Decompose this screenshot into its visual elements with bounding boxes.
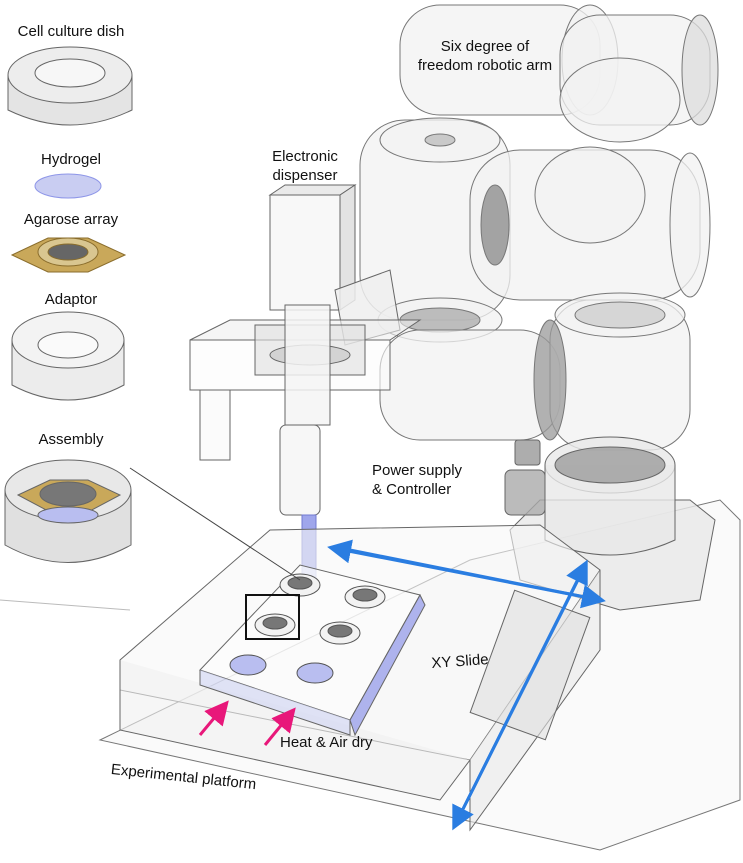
slide-well: [319, 621, 361, 645]
label-heat-air-dry: Heat & Air dry: [280, 734, 373, 751]
slide-wells: [229, 573, 386, 684]
label-cell-culture-dish: Cell culture dish: [17, 23, 125, 40]
heat-arrow: [198, 700, 229, 736]
label-robotic-arm: Six degree of freedom robotic arm: [417, 38, 553, 74]
hydrogel-disc: [34, 173, 102, 199]
robotic-arm: [359, 4, 719, 451]
heat-arrows: [198, 700, 296, 746]
label-hydrogel: Hydrogel: [40, 151, 102, 168]
label-electronic-dispenser: Electronic dispenser: [272, 148, 338, 184]
label-assembly: Assembly: [38, 431, 104, 448]
heat-arrow: [263, 707, 296, 746]
agarose-array: [10, 237, 127, 273]
slide-well: [229, 654, 267, 676]
electronic-dispenser: [189, 184, 422, 581]
cell-culture-dish: [7, 46, 133, 126]
power-supply-controller: [504, 436, 716, 611]
label-power-supply: Power supply & Controller: [372, 462, 463, 498]
callout-line: [129, 467, 301, 581]
highlight-box: [245, 594, 300, 640]
x-axis-arrow-back: [327, 539, 601, 602]
slide-well: [254, 613, 296, 637]
slide-well: [279, 573, 321, 597]
label-agarose-array: Agarose array: [23, 211, 119, 228]
slide-well: [296, 662, 334, 684]
xy-motion-arrows: [327, 539, 606, 831]
label-adaptor: Adaptor: [44, 291, 98, 308]
assembly: [4, 459, 132, 563]
slide-well: [344, 585, 386, 609]
y-axis-arrow-back: [453, 559, 588, 826]
adaptor: [11, 311, 125, 401]
